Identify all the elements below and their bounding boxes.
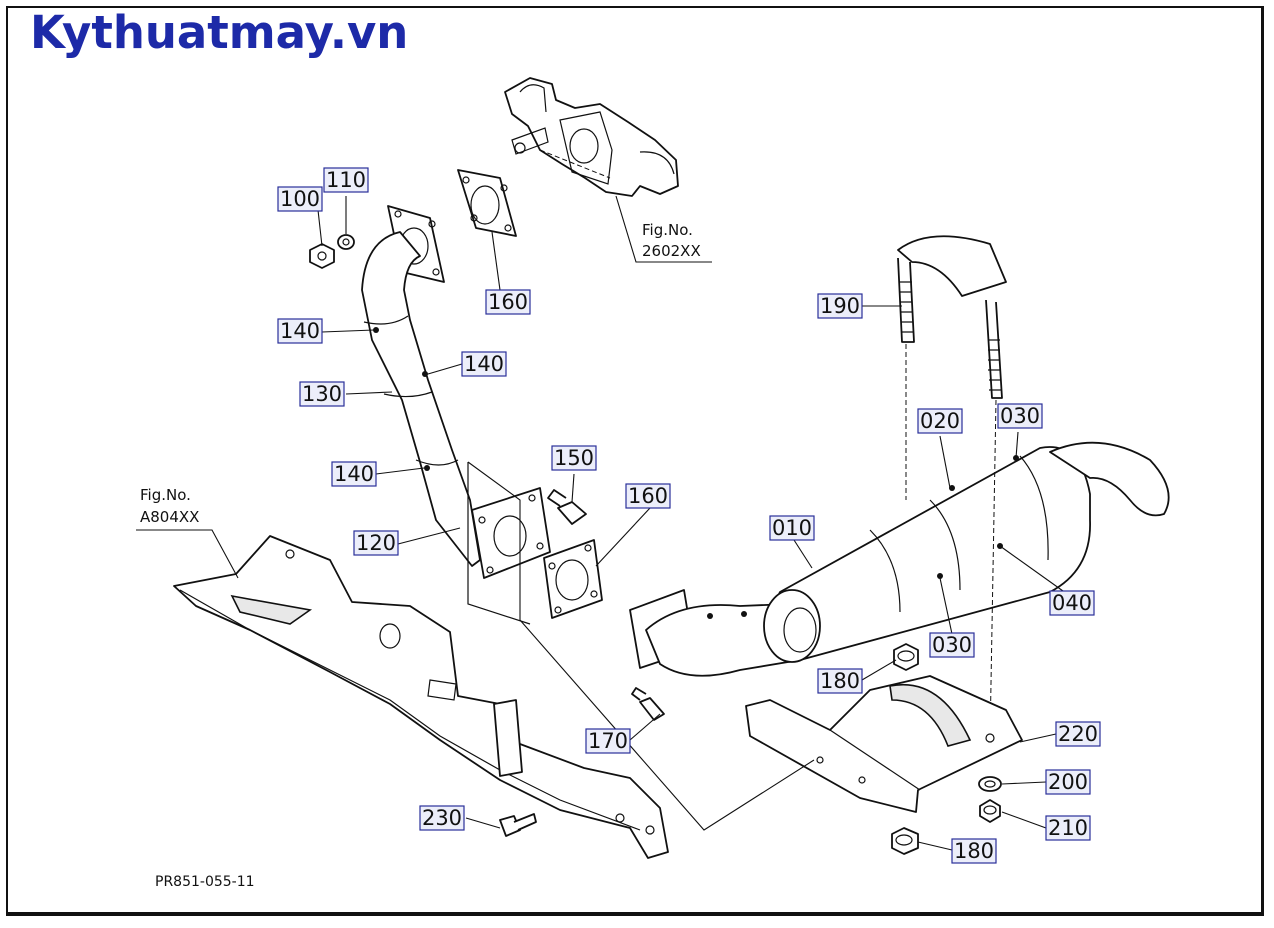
bolt-icon [631, 687, 665, 721]
nut-icon [979, 799, 1001, 823]
lower-gasket-icon [543, 539, 603, 619]
callout-190: 190 [817, 293, 863, 319]
callout-110-text: 110 [326, 168, 366, 192]
u-bolt-icon [897, 235, 1007, 741]
drawing-id: PR851-055-11 [155, 874, 255, 890]
callout-020: 020 [917, 408, 963, 434]
callout-190-text: 190 [820, 294, 860, 318]
washer-icon [978, 776, 1002, 792]
callout-150-text: 150 [554, 446, 594, 470]
callout-030-lower-text: 030 [932, 633, 972, 657]
callout-120-text: 120 [356, 531, 396, 555]
callout-180-lower-text: 180 [954, 839, 994, 863]
callout-230-text: 230 [422, 806, 462, 830]
bolt-icon [547, 489, 587, 525]
callout-030-lower: 030 [929, 632, 975, 658]
callout-110: 110 [323, 167, 369, 193]
nut-icon [893, 643, 919, 671]
bracket-icon [745, 675, 1023, 813]
lower-flange-icon [471, 487, 551, 579]
bolt-icon [499, 813, 537, 837]
upper-fig-ref-line1: Fig.No. [642, 221, 693, 239]
callout-160-lower: 160 [625, 483, 671, 509]
callout-210: 210 [1045, 815, 1091, 841]
callout-210-text: 210 [1048, 816, 1088, 840]
nut-icon [309, 243, 335, 269]
callout-040-text: 040 [1052, 591, 1092, 615]
callout-160-upper: 160 [485, 289, 531, 315]
washer-icon [337, 234, 355, 250]
callout-040: 040 [1049, 590, 1095, 616]
callout-020-text: 020 [920, 409, 960, 433]
exhaust-pipe-icon [361, 205, 481, 567]
callout-170-text: 170 [588, 729, 628, 753]
exhaust-manifold-icon [504, 77, 679, 197]
callout-160-upper-text: 160 [488, 290, 528, 314]
upper-gasket-icon [457, 169, 517, 237]
site-watermark: Kythuatmay.vn [30, 6, 409, 59]
callout-030-upper-text: 030 [1000, 404, 1040, 428]
callout-140-lower: 140 [331, 461, 377, 487]
callout-120: 120 [353, 530, 399, 556]
callout-170: 170 [585, 728, 631, 754]
upper-fig-ref: Fig.No. 2602XX [615, 195, 712, 263]
left-fig-ref: Fig.No. A804XX [136, 486, 239, 579]
left-fig-ref-line2: A804XX [140, 508, 199, 526]
callout-180-lower: 180 [951, 838, 997, 864]
callout-230: 230 [419, 805, 465, 831]
callout-140-upper: 140 [277, 318, 323, 344]
left-fig-ref-line1: Fig.No. [140, 486, 191, 504]
callout-180-upper: 180 [817, 668, 863, 694]
leader-lines [317, 196, 1071, 851]
callout-010-text: 010 [772, 516, 812, 540]
callout-030-upper: 030 [997, 403, 1043, 429]
callout-200: 200 [1045, 769, 1091, 795]
callout-220-text: 220 [1058, 722, 1098, 746]
callout-140-middle: 140 [461, 351, 507, 377]
callout-130-text: 130 [302, 382, 342, 406]
callout-140-middle-text: 140 [464, 352, 504, 376]
muffler-inlet-elbow-icon [629, 589, 801, 677]
muffler-icon [763, 441, 1170, 663]
callout-100-text: 100 [280, 187, 320, 211]
callout-010: 010 [769, 515, 815, 541]
frame-rail-icon [173, 461, 815, 859]
callout-180-upper-text: 180 [820, 669, 860, 693]
callout-200-text: 200 [1048, 770, 1088, 794]
callout-140-lower-text: 140 [334, 462, 374, 486]
callout-150: 150 [551, 445, 597, 471]
drawing-frame [6, 6, 1264, 916]
callout-220: 220 [1055, 721, 1101, 747]
callout-130: 130 [299, 381, 345, 407]
callout-140-upper-text: 140 [280, 319, 320, 343]
callout-100: 100 [277, 186, 323, 212]
upper-fig-ref-line2: 2602XX [642, 242, 701, 260]
callout-160-lower-text: 160 [628, 484, 668, 508]
nut-icon [891, 827, 919, 855]
